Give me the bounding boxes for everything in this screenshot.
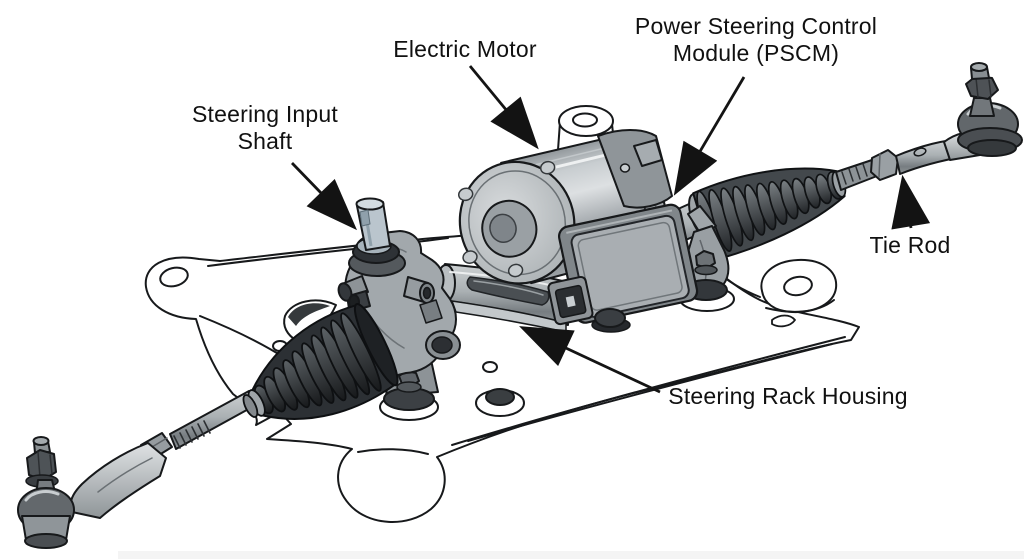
- tie-rod-arrow: [891, 174, 931, 230]
- electric-motor-label: Electric Motor: [393, 36, 537, 62]
- scan-artifact-band: [118, 551, 1024, 559]
- steering-input-shaft-part: [348, 197, 406, 277]
- pscm-grommet: [591, 308, 631, 333]
- steering-input-shaft-label: Steering Input Shaft: [163, 101, 367, 155]
- steering-input-shaft-label-line2: Shaft: [237, 128, 293, 154]
- pscm-label-line1: Power Steering Control: [634, 13, 878, 39]
- pscm-label-line2: Module (PSCM): [672, 40, 840, 66]
- subframe-crossmember: [144, 232, 860, 523]
- steering-rack-housing-label: Steering Rack Housing: [668, 383, 908, 409]
- pscm-arrow: [673, 76, 746, 196]
- motor-mount-lug: [557, 105, 616, 153]
- motor-end-bracket: [597, 129, 673, 209]
- steering-input-shaft-label-line1: Steering Input: [191, 101, 338, 127]
- left-ball-joint: [17, 436, 75, 549]
- steering-input-shaft-arrow: [290, 162, 358, 231]
- right-tie-rod: [835, 62, 1023, 191]
- pscm-label: Power Steering Control Module (PSCM): [628, 13, 884, 67]
- electric-motor-arrow: [468, 65, 539, 150]
- pscm-connector: [547, 275, 594, 326]
- left-bellows-boot: [242, 302, 399, 420]
- left-tie-rod: [17, 390, 255, 549]
- steering-rack-housing-arrow: [519, 326, 661, 394]
- right-ball-joint: [957, 62, 1023, 157]
- pscm-part: [547, 203, 699, 326]
- tie-rod-label: Tie Rod: [869, 232, 951, 258]
